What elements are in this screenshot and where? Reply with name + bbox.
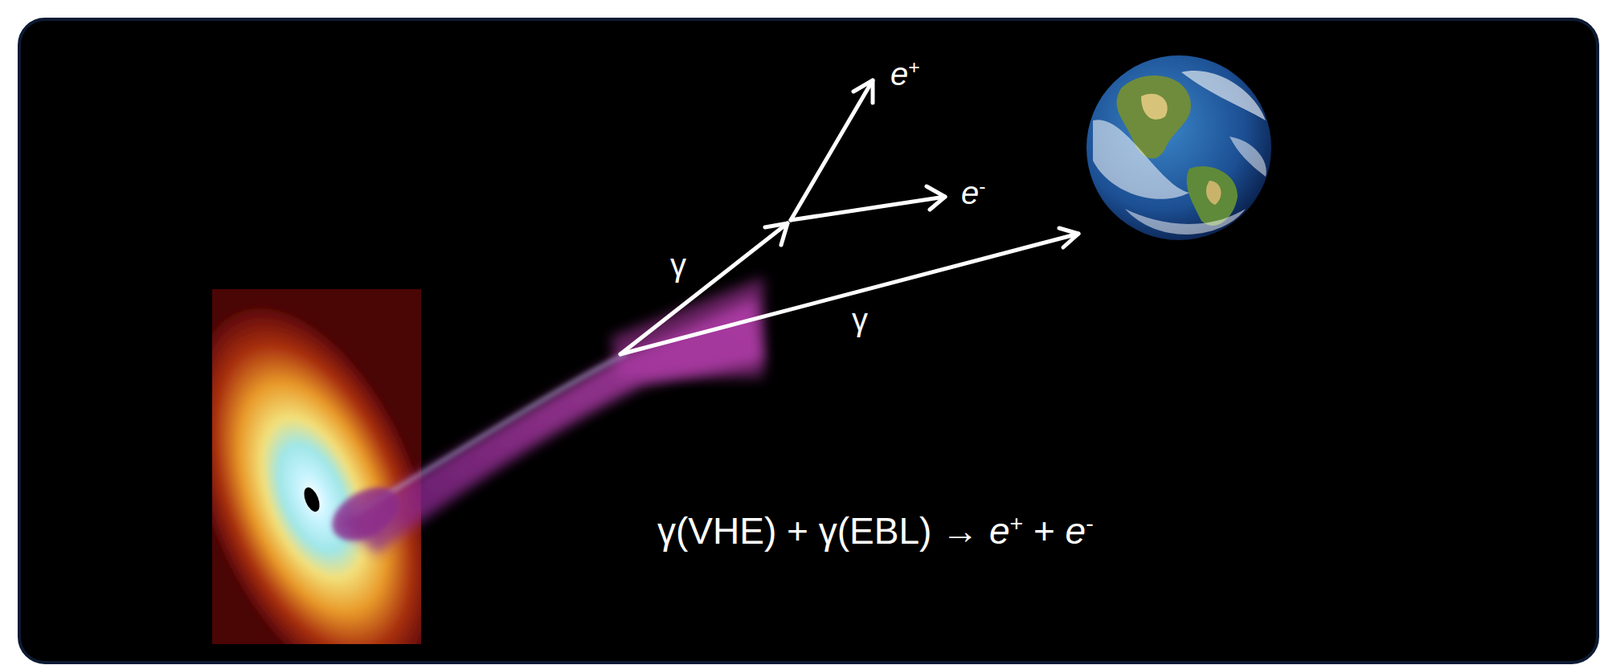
photon-label: γ — [851, 302, 868, 338]
particle-label: e+ — [890, 56, 921, 92]
particle-label: e- — [961, 175, 987, 211]
black-hole — [212, 289, 422, 645]
particle-arrows — [620, 80, 1079, 355]
photon-label: γ — [670, 247, 687, 283]
earth — [1086, 55, 1272, 241]
reaction-equation: γ(VHE) + γ(EBL) → e+ + e- — [657, 511, 1094, 553]
